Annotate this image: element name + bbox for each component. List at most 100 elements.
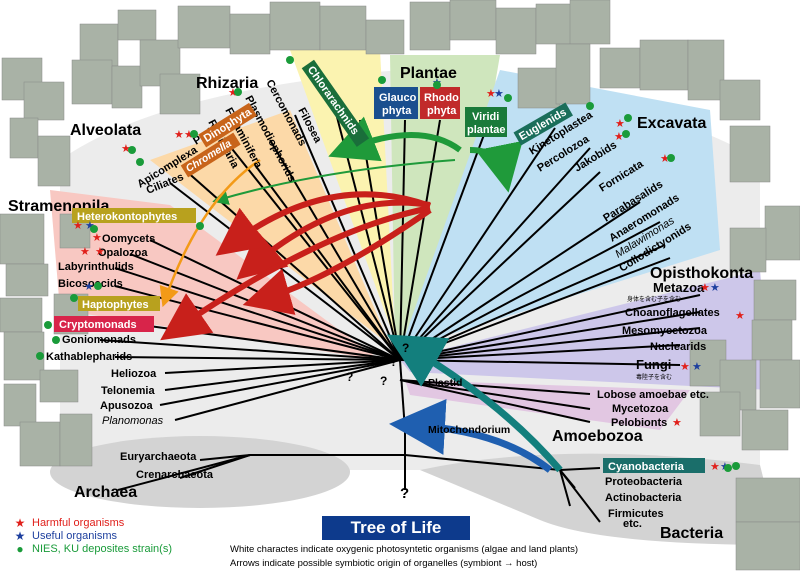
harmful-star-icon: ★ (680, 361, 690, 373)
legend-label: Harmful organisms (32, 517, 125, 529)
strain-dot-icon (732, 462, 740, 470)
thumbnail-image (639, 39, 689, 91)
strain-dot-icon (624, 114, 632, 122)
boxed-label: Rhodo (424, 92, 459, 104)
plastid-arrow-red (215, 191, 432, 256)
thumbnail-image (37, 135, 71, 187)
taxon-note: 身体を含む子を含む (627, 295, 681, 303)
strain-dot-icon (724, 464, 732, 472)
diagram-title: Tree of Life (322, 516, 470, 540)
plastid-arrow-green (469, 140, 523, 193)
taxon-label: Firmicutes (608, 508, 664, 520)
harmful-star-icon: ★ (184, 129, 194, 141)
harmful-star-icon: ★ (228, 87, 238, 99)
taxon-label: Nuclearids (650, 341, 706, 353)
strain-dot-icon (378, 76, 386, 84)
thumbnail-image (23, 81, 65, 121)
thumbnail-image (9, 117, 39, 159)
thumbnail-image (409, 1, 451, 51)
plastid-arrow-red (236, 199, 431, 280)
thumbnail-image (79, 23, 119, 67)
useful-star-icon: ★ (14, 529, 26, 543)
alveolata-region (150, 110, 390, 345)
strain-dot-icon (586, 102, 594, 110)
taxon-label: Opalozoa (98, 247, 148, 259)
strain-dot-icon (667, 154, 675, 162)
taxon-label: Kathablepharids (46, 351, 132, 363)
taxon-label: Fungi (636, 357, 671, 372)
thumbnail-image (555, 43, 591, 105)
strain-dot-icon (94, 282, 102, 290)
plastid-arrow-orange (159, 158, 261, 308)
strain-dot-icon (36, 352, 44, 360)
thumbnail-image (177, 5, 231, 49)
thumbnail-image (229, 13, 271, 55)
unknown-mark: ? (346, 370, 353, 384)
taxon-label: Oomycets (102, 233, 155, 245)
plastid-arrow-teal (386, 334, 563, 473)
supergroup-rhizaria: Rhizaria (196, 75, 258, 92)
taxon-label: Actinobacteria (605, 492, 682, 504)
harmful-star-icon: ★ (660, 153, 670, 165)
taxon-label: Heliozoa (111, 368, 157, 380)
boxed-label: Viridi (472, 111, 499, 123)
strain-dot-icon (136, 158, 144, 166)
thumbnail-image (0, 297, 43, 333)
mitochondria-arrow-blue (389, 398, 553, 473)
haptophytes-box: Haptophytes (78, 296, 160, 311)
organism-markers: ★ ★ ★ ★ ★ ★ ★ ★ ★ ★ ★ ★ ★ ★ ★ ★ ★ ★ ★ ★ … (36, 56, 745, 473)
taxon-label: Choanoflagellates (625, 307, 720, 319)
useful-star-icon: ★ (692, 361, 702, 373)
thumbnail-image (719, 79, 761, 121)
taxon-label: Planomonas (102, 415, 164, 427)
supergroup-archaea: Archaea (74, 484, 137, 501)
strain-dot-icon: ● (16, 542, 24, 556)
strain-dot-icon (622, 130, 630, 138)
strain-dot-icon (128, 146, 136, 154)
taxon-label: Proteobacteria (605, 476, 683, 488)
legend-label: Useful organisms (32, 530, 117, 542)
cryptomonads-box: Cryptomonads (54, 316, 154, 332)
thumbnail-image (159, 73, 201, 115)
viridiplantae-box: Viridi plantae (465, 107, 507, 137)
useful-star-icon: ★ (85, 220, 95, 232)
thumbnail-image (517, 67, 561, 109)
supergroup-plantae: Plantae (400, 65, 457, 82)
thumbnail-image (729, 125, 771, 183)
strain-dot-icon (52, 336, 60, 344)
boxed-label: Heterokontophytes (77, 211, 177, 223)
harmful-star-icon: ★ (700, 282, 710, 294)
taxon-label: Crenarchaeota (136, 469, 214, 481)
legend-label: NIES, KU deposites strain(s) (32, 543, 172, 555)
strain-dot-icon (433, 81, 441, 89)
supergroup-bacteria: Bacteria (660, 525, 723, 542)
thumbnail-image (3, 383, 37, 427)
strain-dot-icon (70, 294, 78, 302)
unknown-mark: ? (402, 341, 409, 355)
glaucophyta-box: Glauco phyta (374, 87, 418, 119)
harmful-star-icon: ★ (174, 129, 184, 141)
mitochondrium-label: Mitochondorium (428, 424, 510, 436)
harmful-star-icon: ★ (735, 310, 745, 322)
harmful-star-icon: ★ (14, 516, 26, 530)
unknown-mark: ? (400, 485, 409, 502)
harmful-star-icon: ★ (672, 417, 682, 429)
thumbnail-image (569, 0, 611, 45)
strain-dot-icon (504, 94, 512, 102)
thumbnail-image (0, 213, 45, 265)
taxon-label: Mycetozoa (612, 403, 669, 415)
boxed-label: phyta (427, 105, 457, 117)
note-photosynthetic: White charactes indicate oxygenic photos… (230, 544, 578, 555)
useful-star-icon: ★ (494, 88, 504, 100)
taxon-label: Labyrinthulids (58, 261, 134, 273)
boxed-label: plantae (467, 124, 506, 136)
boxed-label: Glauco (379, 92, 417, 104)
harmful-star-icon: ★ (615, 118, 625, 130)
boxed-label: Haptophytes (82, 299, 149, 311)
harmful-star-icon: ★ (73, 220, 83, 232)
unknown-mark: ? (380, 374, 387, 388)
thumbnail-image (751, 319, 793, 361)
unknown-mark: ? (390, 355, 397, 369)
